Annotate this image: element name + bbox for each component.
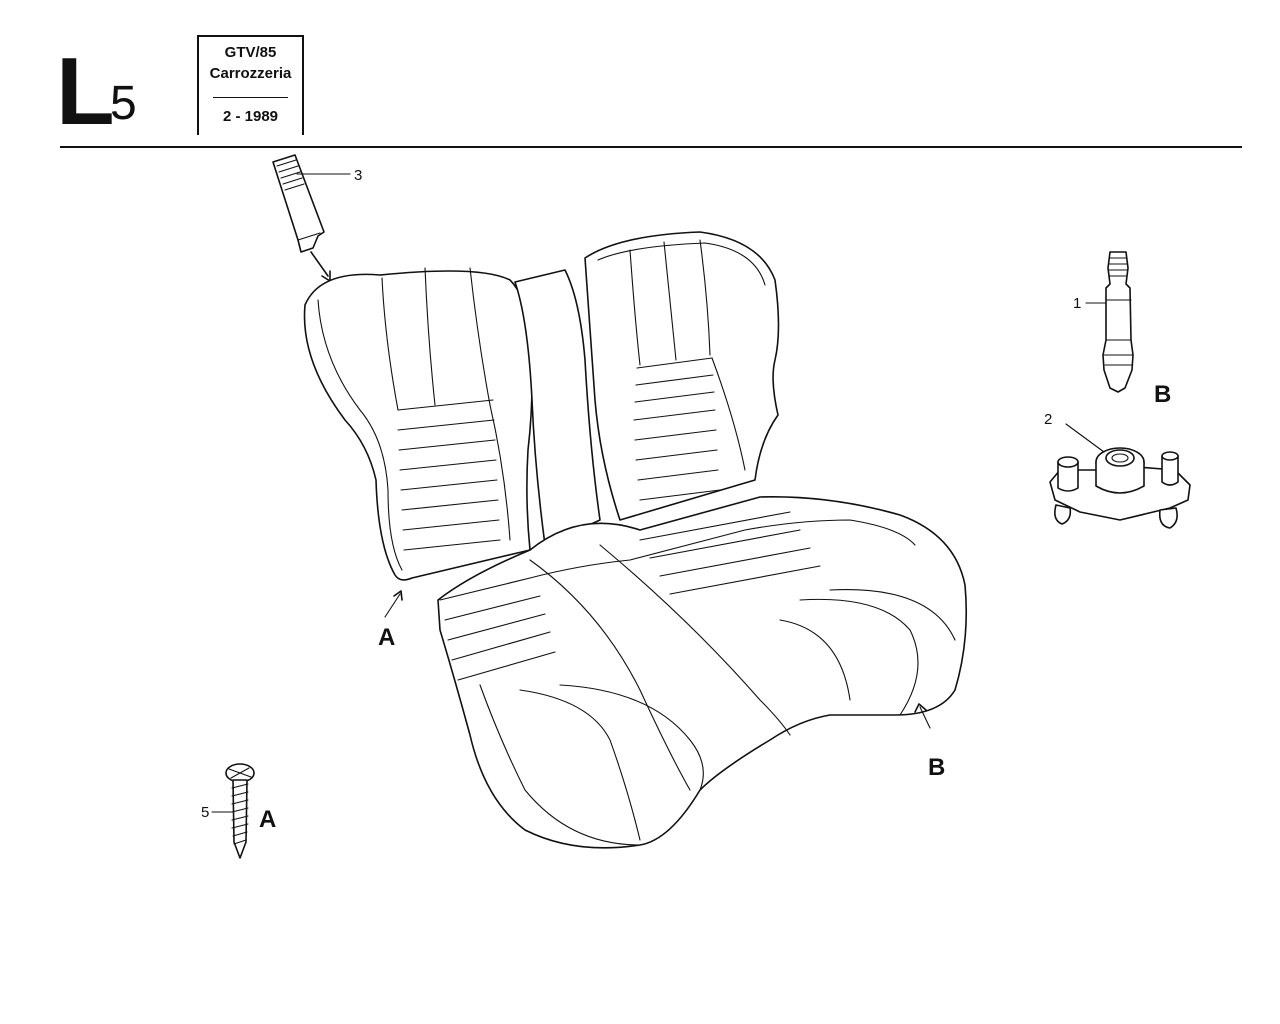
view-label-seat-cushion-b: B <box>928 754 946 781</box>
part-3-threaded-sleeve <box>272 154 351 282</box>
part-1-threaded-pin <box>1085 251 1134 393</box>
part-2-mounting-bracket <box>1049 423 1191 529</box>
part-5-screw <box>211 763 255 859</box>
callout-part-5: 5 <box>201 804 210 821</box>
title-block-divider <box>213 97 288 98</box>
group-label: Carrozzeria <box>209 65 292 82</box>
view-label-screw-a: A <box>259 806 277 833</box>
arrow-seat-cushion-b <box>914 703 931 729</box>
callout-part-3: 3 <box>354 167 363 184</box>
section-number: 5 <box>110 77 137 130</box>
callout-part-1: 1 <box>1073 295 1082 312</box>
view-label-pin-b: B <box>1154 381 1172 408</box>
title-block: GTV/85 Carrozzeria 2 - 1989 <box>197 35 304 135</box>
seat-back <box>303 231 780 581</box>
model-label: GTV/85 <box>224 44 277 61</box>
section-letter: L <box>56 38 115 145</box>
header-divider <box>60 146 1242 148</box>
callout-part-2: 2 <box>1044 411 1053 428</box>
seat-cushion <box>437 496 968 849</box>
date-label: 2 - 1989 <box>222 108 279 125</box>
view-label-seat-back-a: A <box>378 624 396 651</box>
arrow-seat-back-a <box>384 590 403 618</box>
